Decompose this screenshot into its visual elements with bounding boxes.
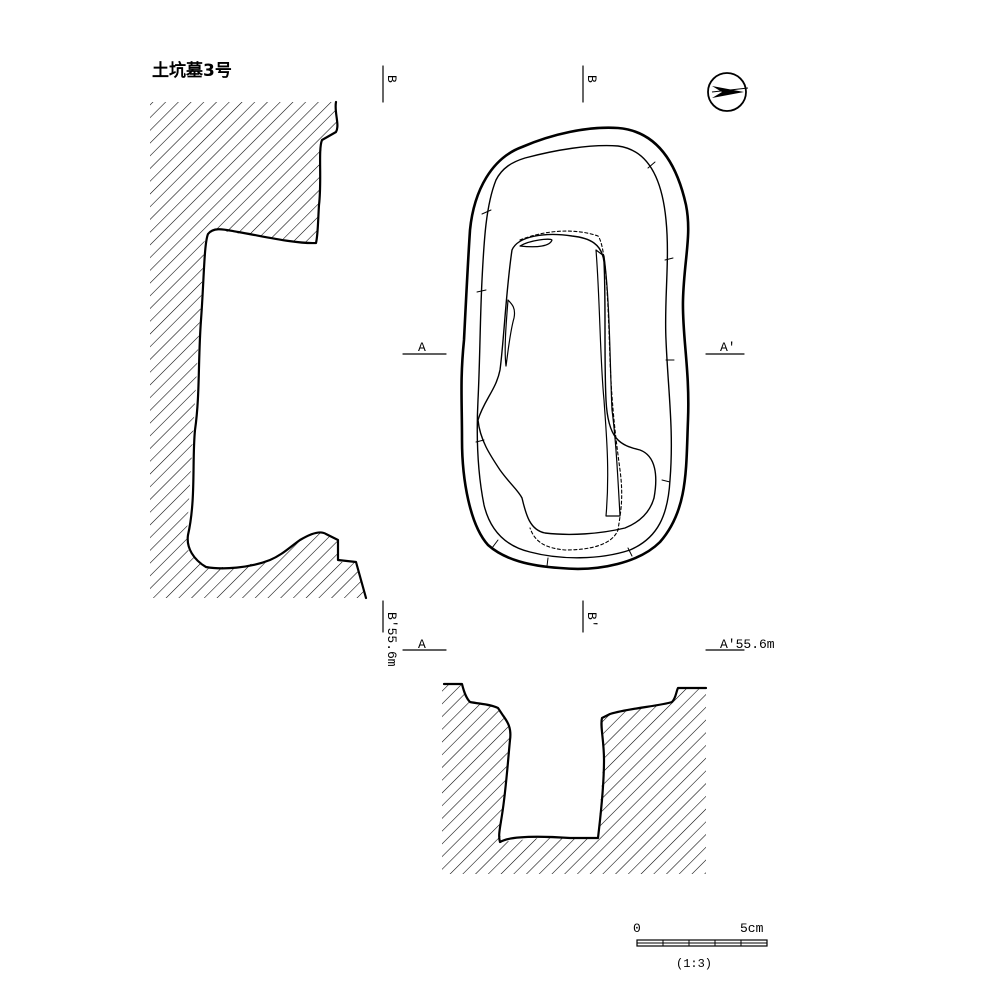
scale-bar — [636, 939, 768, 947]
section-a-profile — [442, 682, 708, 844]
scale-end-label: 5cm — [740, 921, 764, 936]
label-a-bottom-right: A'55.6m — [720, 637, 775, 652]
pit-interior-strip — [595, 249, 621, 517]
label-b-bottom-center: B' — [584, 612, 599, 628]
pit-shelf-outline — [476, 144, 673, 559]
label-a-bottom-left: A — [418, 637, 426, 652]
pit-bottom-outline — [477, 233, 657, 536]
scale-ratio-label: (1:3) — [676, 957, 712, 971]
section-b-hatch — [150, 102, 366, 598]
pit-dashed-line — [519, 230, 623, 551]
shelf-tick-marks — [475, 161, 675, 567]
section-markers — [382, 65, 745, 651]
north-arrow-icon — [707, 72, 749, 112]
pit-small-feature — [519, 238, 553, 248]
pit-outer-outline — [460, 126, 690, 571]
figure-title: 土坑墓3号 — [152, 60, 232, 81]
label-a-right: A' — [720, 340, 736, 355]
label-b-top-left: B — [384, 75, 399, 83]
scale-start-label: 0 — [633, 921, 641, 936]
pit-left-feature — [504, 299, 516, 367]
section-a-hatch — [442, 684, 706, 874]
label-b-bottom-left: B'55.6m — [384, 612, 399, 667]
label-a-left: A — [418, 340, 426, 355]
section-b-profile — [186, 100, 368, 600]
label-b-top-center: B — [584, 75, 599, 83]
